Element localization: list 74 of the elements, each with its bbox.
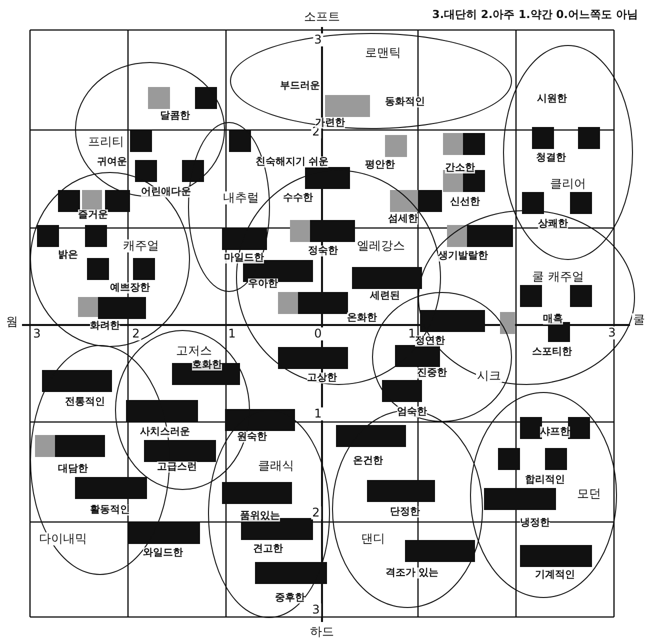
adjective-label: 진중한 <box>417 368 447 378</box>
adjective-label: 달콤한 <box>160 110 190 122</box>
cluster-label: 시크 <box>476 369 502 383</box>
adjective-label: 온화한 <box>347 312 377 324</box>
adjective-label: 호화한 <box>192 360 222 370</box>
adjective-label: 전통적인 <box>65 396 105 408</box>
adjective-label: 원숙한 <box>237 432 267 442</box>
adjective-label: 생기발랄한 <box>438 250 488 262</box>
cluster-label: 로맨틱 <box>364 46 402 60</box>
axis-label: 3 <box>313 33 323 47</box>
axis-label: 0 <box>313 327 323 341</box>
adjective-label: 고급스런 <box>157 462 197 472</box>
adjective-label: 샤프한 <box>540 426 570 438</box>
adjective-label: 품위있는 <box>240 510 280 522</box>
adjective-label: 고상한 <box>307 372 337 384</box>
adjective-label: 온건한 <box>353 456 383 466</box>
adjective-label: 귀여운 <box>97 156 127 168</box>
adjective-label: 정연한 <box>415 336 445 346</box>
adjective-label: 세련된 <box>370 290 400 302</box>
cluster-label: 다이내믹 <box>38 532 88 546</box>
adjective-label: 대담한 <box>58 464 88 474</box>
adjective-label: 엄숙한 <box>397 406 427 418</box>
scale-legend: 3.대단히 2.아주 1.약간 0.어느쪽도 아님 <box>432 8 638 22</box>
adjective-label: 섬세한 <box>388 214 418 224</box>
cluster-label: 쿨 캐주얼 <box>531 270 585 284</box>
adjective-label: 청결한 <box>536 152 566 164</box>
adjective-label: 우아한 <box>248 278 278 290</box>
axis-label: 3 <box>32 327 42 341</box>
adjective-label: 견고한 <box>253 544 283 554</box>
adjective-label: 가련한 <box>315 118 345 128</box>
axis-label: 2 <box>131 327 141 341</box>
adjective-label: 와일드한 <box>143 548 183 558</box>
axis-label: 1 <box>313 407 323 421</box>
adjective-label: 정숙한 <box>308 246 338 256</box>
cluster-label: 댄디 <box>360 532 386 546</box>
adjective-label: 냉정한 <box>520 518 550 528</box>
adjective-label: 신선한 <box>450 196 480 208</box>
axis-label: 하드 <box>309 625 335 639</box>
adjective-label: 합리적인 <box>525 474 565 486</box>
adjective-label: 격조가 있는 <box>385 568 439 578</box>
adjective-label: 스포티한 <box>532 346 572 358</box>
adjective-label: 어린애다운 <box>141 186 191 198</box>
adjective-label: 기계적인 <box>535 570 575 580</box>
adjective-label: 동화적인 <box>385 96 425 108</box>
adjective-label: 중후한 <box>275 592 305 604</box>
axis-label: 쿨 <box>632 313 646 327</box>
adjective-label: 부드러운 <box>280 80 320 92</box>
adjective-label: 사치스러운 <box>140 426 190 438</box>
adjective-label: 수수한 <box>283 192 313 204</box>
cluster-label: 프리티 <box>87 135 125 149</box>
adjective-label: 밝은 <box>58 250 78 260</box>
axis-label: 3 <box>311 603 321 617</box>
cluster-label: 내추럴 <box>222 191 260 205</box>
cluster-label: 고저스 <box>175 344 213 358</box>
adjective-label: 활동적인 <box>90 504 130 516</box>
adjective-label: 매혹 <box>543 314 563 324</box>
axis-label: 웜 <box>5 315 19 329</box>
cluster-label: 엘레강스 <box>356 239 406 253</box>
adjective-label: 마일드한 <box>224 252 264 264</box>
axis-label: 2 <box>311 506 321 520</box>
axis-label: 소프트 <box>303 10 341 24</box>
adjective-label: 상쾌한 <box>538 218 568 230</box>
adjective-label: 단정한 <box>390 506 420 518</box>
adjective-label: 즐거운 <box>78 210 108 220</box>
cluster-label: 클리어 <box>549 177 587 191</box>
adjective-label: 간소한 <box>445 162 475 174</box>
adjective-label: 친숙해지기 쉬운 <box>255 156 329 168</box>
adjective-label: 시원한 <box>537 94 567 104</box>
adjective-label: 화려한 <box>90 320 120 332</box>
cluster-label: 캐주얼 <box>122 239 160 253</box>
cluster-label: 모던 <box>576 487 602 501</box>
cluster-label: 클래식 <box>257 459 295 473</box>
adjective-label: 예쁘장한 <box>110 282 150 294</box>
axis-label: 3 <box>607 326 617 340</box>
